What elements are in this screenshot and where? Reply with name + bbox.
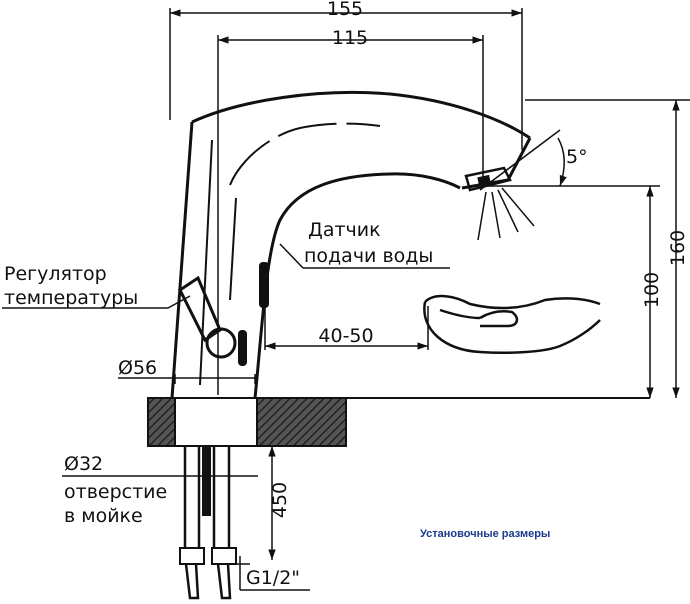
label-sensor-line1: Датчик <box>308 219 381 241</box>
label-hole-line2: в мойке <box>64 505 143 527</box>
drawing-caption: Установочные размеры <box>420 528 550 540</box>
dim-hose-length: 450 <box>269 482 291 518</box>
lever-knob <box>205 327 237 359</box>
label-hole-line1: отверстие <box>64 481 167 503</box>
dim-overall-width: 155 <box>327 0 363 20</box>
dim-outlet-height: 100 <box>641 272 663 308</box>
dim-total-height: 160 <box>667 230 689 266</box>
dim-thread: G1/2" <box>246 567 300 589</box>
dimension-lines <box>2 8 690 591</box>
dim-base-diameter: Ø56 <box>118 357 157 379</box>
dim-spout-reach: 115 <box>332 27 368 49</box>
label-regulator-line1: Регулятор <box>4 263 107 285</box>
dim-hole-diameter: Ø32 <box>64 453 103 475</box>
hand-illustration <box>423 294 601 354</box>
supply-hoses <box>179 446 237 600</box>
dim-tilt-angle: 5° <box>566 146 588 168</box>
label-regulator-line2: температуры <box>4 287 138 309</box>
sensor-window <box>259 262 269 308</box>
faucet-body <box>170 90 535 399</box>
label-sensor-line2: подачи воды <box>304 245 433 267</box>
dim-sensor-range: 40-50 <box>318 325 373 347</box>
countertop-section <box>147 397 650 447</box>
